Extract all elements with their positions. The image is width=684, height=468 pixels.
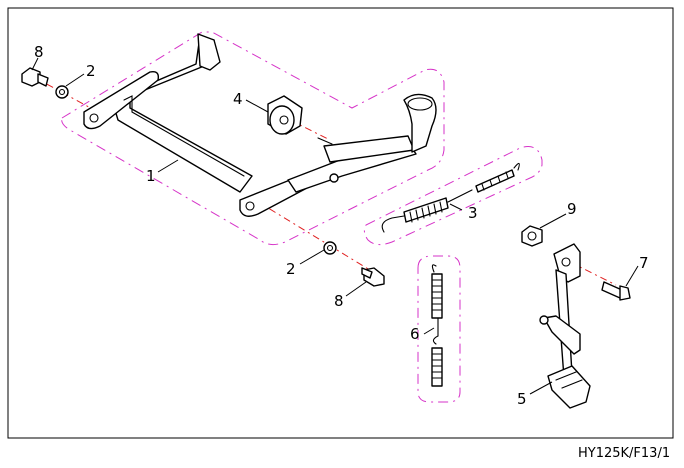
side-stand-bolt-part bbox=[601, 281, 631, 301]
washer-left-part bbox=[55, 85, 69, 99]
bushing-axis-line bbox=[289, 119, 331, 141]
callout-9: 9 bbox=[567, 200, 577, 218]
leader-6 bbox=[423, 327, 435, 335]
main-stand-group-outline bbox=[61, 31, 445, 246]
stand-spring-part bbox=[381, 162, 520, 233]
leader-8-lower bbox=[345, 281, 367, 297]
callout-8-left: 8 bbox=[34, 43, 44, 61]
callout-6: 6 bbox=[410, 325, 420, 343]
leader-2-lower bbox=[299, 249, 325, 265]
bolt-lower-part bbox=[361, 267, 385, 287]
callout-5: 5 bbox=[517, 390, 527, 408]
side-stand-nut-part bbox=[521, 225, 543, 247]
leader-9 bbox=[539, 213, 567, 229]
leader-4 bbox=[245, 99, 269, 113]
side-springs-group-outline bbox=[417, 255, 461, 403]
leader-1 bbox=[157, 159, 179, 173]
callout-2-lower: 2 bbox=[286, 260, 296, 278]
spring-group-outline bbox=[363, 146, 543, 246]
callout-1: 1 bbox=[146, 167, 156, 185]
drawing-code: HY125K/F13/1 bbox=[578, 446, 670, 461]
leader-7 bbox=[625, 265, 639, 287]
stand-bushing-part bbox=[267, 95, 303, 135]
leader-3 bbox=[449, 203, 463, 211]
washer-lower-part bbox=[323, 241, 337, 255]
callout-7: 7 bbox=[639, 254, 649, 272]
leader-5 bbox=[529, 381, 553, 395]
leader-lines bbox=[31, 57, 639, 395]
callout-8-lower: 8 bbox=[334, 292, 344, 310]
callout-4: 4 bbox=[233, 90, 243, 108]
bolt-left-part bbox=[21, 67, 49, 87]
main-stand-part bbox=[83, 33, 437, 217]
callout-3: 3 bbox=[468, 204, 478, 222]
drawing-border bbox=[7, 7, 674, 439]
bolt-lower-axis-line bbox=[254, 199, 379, 276]
callout-2-left: 2 bbox=[86, 62, 96, 80]
side-stand-part bbox=[539, 243, 591, 409]
leader-2-left bbox=[65, 73, 85, 87]
side-stand-springs-part bbox=[431, 264, 443, 387]
leader-8-left bbox=[31, 57, 39, 71]
